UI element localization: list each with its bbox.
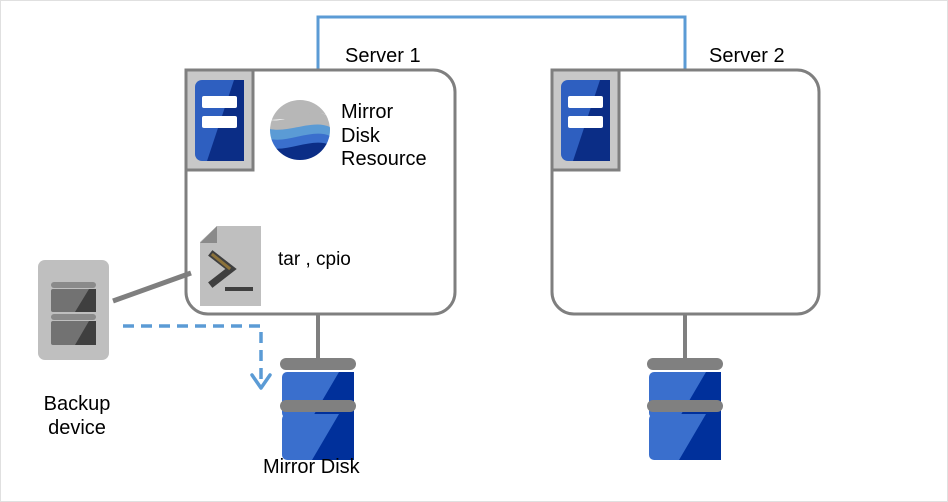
disk-stack-icon[interactable] <box>280 358 356 460</box>
server1-label: Server 1 <box>345 45 421 67</box>
mirror-disk-resource-globe-icon <box>270 100 330 160</box>
tar-cpio-label: tar , cpio <box>278 249 351 270</box>
mirror-disk-resource-label: Mirror Disk Resource <box>341 101 427 171</box>
mirror-disk-label: Mirror Disk <box>263 456 360 478</box>
interconnect-link <box>316 15 687 71</box>
server-rack-icon <box>184 68 255 172</box>
backup-device-icon[interactable] <box>38 260 109 360</box>
disk-stack-icon[interactable] <box>647 358 723 460</box>
server2-label: Server 2 <box>709 45 785 67</box>
server-rack-icon <box>550 68 621 172</box>
backup-flow-arrow <box>123 324 272 390</box>
backup-link-line <box>112 270 192 304</box>
backup-device-label: Backup device <box>43 393 111 439</box>
script-terminal-icon <box>200 226 261 306</box>
